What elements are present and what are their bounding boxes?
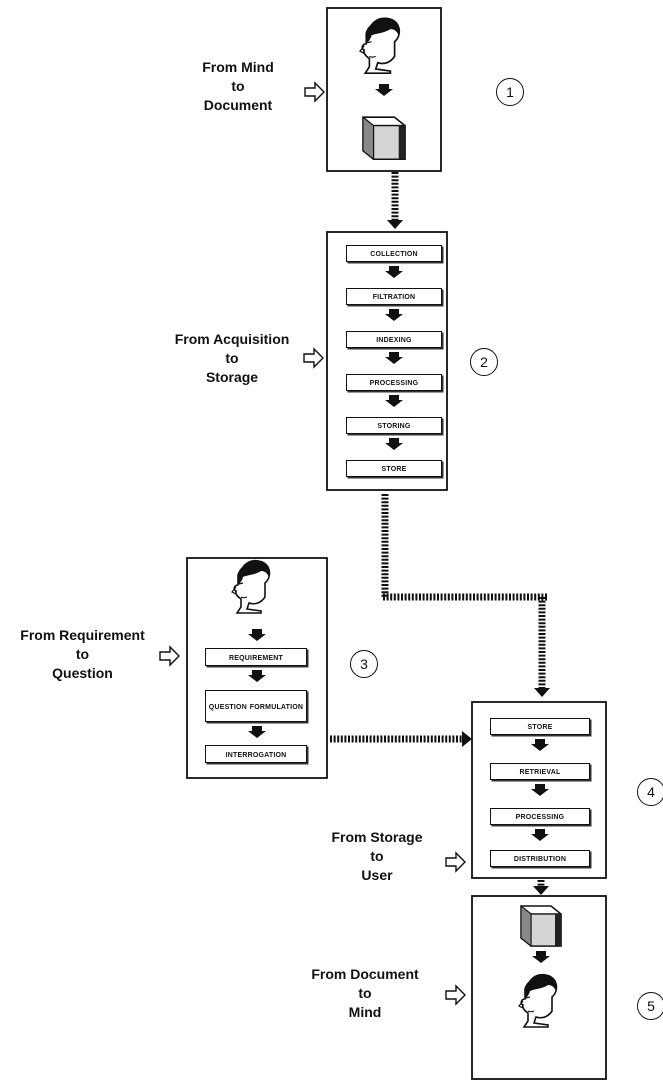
stage-number-badge: 3	[350, 650, 378, 678]
step-arrow	[531, 829, 549, 841]
step-label: Filtration	[372, 291, 416, 302]
step-label: Requirement	[229, 651, 283, 663]
outline-arrow-icon	[303, 347, 324, 369]
step-arrow	[531, 739, 549, 751]
stage-3-label-line: Question	[52, 665, 113, 681]
step-arrow	[385, 352, 403, 364]
connector-arrowhead	[387, 220, 403, 229]
step-label: Store	[381, 463, 407, 474]
stage-number-badge: 4	[637, 778, 663, 806]
step-label: Question Formulation	[208, 700, 304, 712]
stage-2-label-line: to	[225, 350, 239, 366]
step-box: Indexing	[346, 331, 442, 348]
stage-1-label-line: Document	[203, 97, 273, 113]
stage-5-label-line: Mind	[348, 1004, 382, 1020]
stage-1-label-line: From Mind	[202, 59, 274, 75]
stage-1-label-line: to	[231, 78, 245, 94]
connector-arrowhead	[533, 886, 549, 895]
step-label: Store	[527, 721, 553, 732]
step-box: Requirement	[205, 648, 307, 666]
connector-arrowhead	[534, 688, 550, 697]
step-arrow	[385, 395, 403, 407]
stage-4-label-line: to	[370, 848, 384, 864]
step-arrow	[385, 309, 403, 321]
step-box: Retrieval	[490, 763, 590, 780]
outline-arrow-icon	[159, 645, 180, 667]
stage-3-label-line: to	[75, 646, 90, 662]
step-label: Storing	[377, 420, 411, 431]
outline-arrow-icon	[445, 851, 466, 873]
step-arrow	[385, 438, 403, 450]
step-arrow	[248, 629, 266, 641]
step-box: Filtration	[346, 288, 442, 305]
outline-arrow-icon	[445, 984, 466, 1006]
stage-5-label-line: From Document	[311, 966, 419, 982]
step-box: Storing	[346, 417, 442, 434]
step-label: Distribution	[513, 853, 567, 864]
stage-3-label: From Requirement to Question	[0, 626, 165, 683]
connector-arrowhead	[462, 731, 472, 747]
step-arrow	[532, 951, 550, 963]
step-arrow	[531, 784, 549, 796]
stage-1-label: From Mind to Document	[178, 58, 298, 115]
stage-4-label: From Storage to User	[312, 828, 442, 885]
step-label: Indexing	[376, 334, 412, 345]
stage-number-badge: 5	[637, 992, 663, 1020]
stage-2-label-line: From Acquisition	[174, 331, 290, 347]
step-label: Retrieval	[519, 766, 561, 777]
stage-number-badge: 1	[496, 78, 524, 106]
step-arrow	[248, 726, 266, 738]
outline-arrow-icon	[304, 81, 325, 103]
step-box: Question Formulation	[205, 690, 307, 722]
step-box: Interrogation	[205, 745, 307, 763]
stage-2-label: From Acquisition to Storage	[152, 330, 312, 387]
stage-2-label-line: Storage	[205, 369, 259, 385]
step-arrow	[385, 266, 403, 278]
step-box: Distribution	[490, 850, 590, 867]
stage-5-label: From Document to Mind	[300, 965, 430, 1022]
step-label: Collection	[370, 248, 418, 259]
step-arrow	[248, 670, 266, 682]
step-box: Store	[490, 718, 590, 735]
step-box: Store	[346, 460, 442, 477]
stage-4-label-line: User	[361, 867, 393, 883]
stage-3-label-line: From Requirement	[20, 627, 145, 643]
step-label: Processing	[515, 811, 565, 822]
step-label: Interrogation	[225, 748, 287, 760]
step-arrow	[375, 84, 393, 96]
step-box: Processing	[490, 808, 590, 825]
stage-frame	[326, 231, 448, 491]
document-icon	[362, 116, 406, 160]
step-box: Collection	[346, 245, 442, 262]
stage-4-label-line: From Storage	[331, 829, 423, 845]
step-label: Processing	[369, 377, 419, 388]
stage-5-label-line: to	[358, 985, 372, 1001]
stage-number-badge: 2	[470, 348, 498, 376]
step-box: Processing	[346, 374, 442, 391]
document-icon	[520, 905, 562, 947]
